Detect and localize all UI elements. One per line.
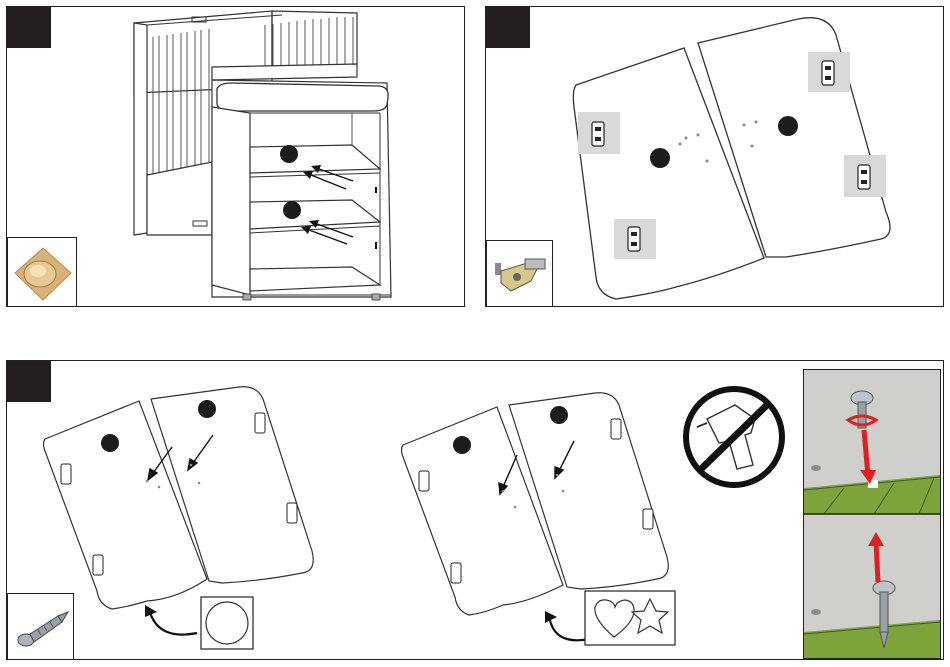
marker-b xyxy=(198,400,216,418)
step-number-marker-overlay xyxy=(7,361,51,402)
step-panel-1 xyxy=(6,6,465,307)
marker-b xyxy=(778,116,798,136)
knob-thumbnail xyxy=(7,237,77,307)
door-panels-hinges-illustration xyxy=(486,7,945,308)
no-power-drill-icon xyxy=(686,389,782,485)
screw-in-out-inset xyxy=(803,369,941,659)
knob-icon xyxy=(8,238,78,308)
marker-b xyxy=(283,201,301,219)
marker-a xyxy=(101,434,119,452)
marker-b xyxy=(550,406,568,424)
step-panel-2 xyxy=(485,6,944,307)
marker-a xyxy=(453,436,471,454)
hinge-icon xyxy=(487,241,554,308)
screw-in-out-icon xyxy=(804,370,940,658)
marker-a xyxy=(650,148,670,168)
screw-icon xyxy=(8,594,75,661)
screw-thumbnail xyxy=(7,593,74,660)
marker-a xyxy=(280,145,298,163)
hinge-thumbnail xyxy=(486,240,553,307)
step-panel-3 xyxy=(6,360,944,660)
circle-knob-icon xyxy=(206,602,248,644)
